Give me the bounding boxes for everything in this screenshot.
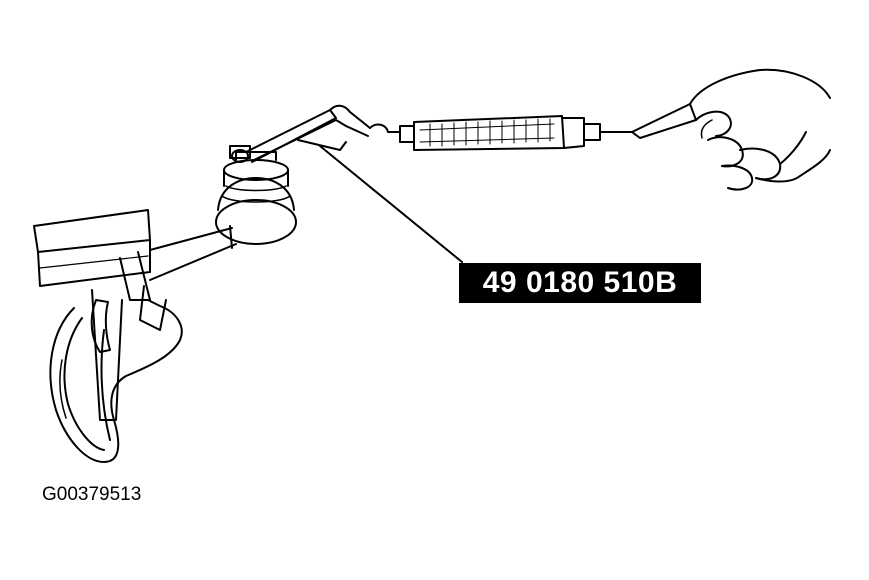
ball-joint	[216, 146, 296, 244]
tie-rod-arm	[34, 210, 236, 300]
steering-knuckle	[50, 286, 181, 462]
figure-id: G00379513	[42, 484, 142, 505]
hand	[632, 70, 830, 190]
part-number-callout: 49 0180 510B	[459, 263, 701, 303]
pull-scale	[370, 116, 632, 150]
callout-leader-line	[320, 146, 462, 262]
adapter-bar	[246, 106, 370, 162]
